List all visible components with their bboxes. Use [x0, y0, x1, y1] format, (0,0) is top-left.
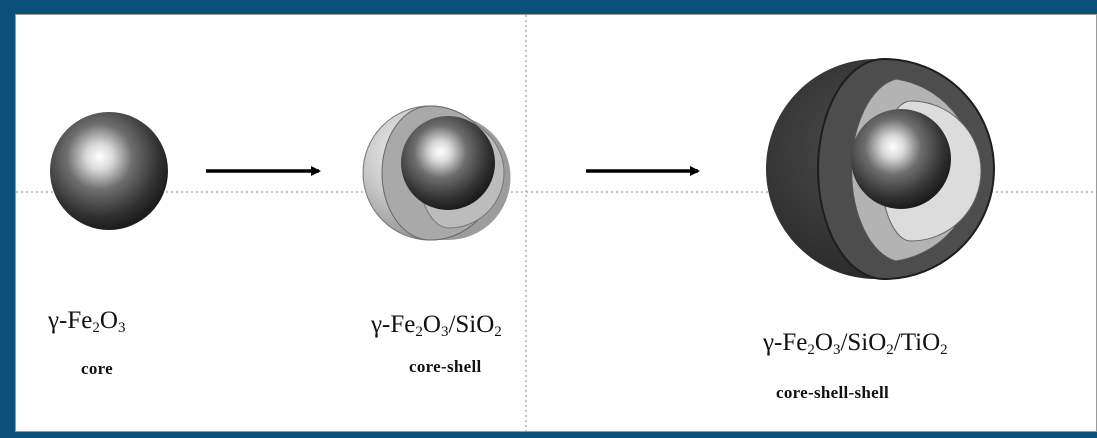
- core-formula-label: γ-Fe2O3: [48, 307, 126, 336]
- core-shell-shell-formula-label: γ-Fe2O3/SiO2/TiO2: [763, 329, 948, 358]
- core-shell-shell-caption: core-shell-shell: [776, 383, 890, 402]
- core-shell-caption: core-shell: [409, 357, 482, 376]
- core-shell-shell-particle: [766, 57, 995, 281]
- core-shell-particle: [362, 105, 511, 241]
- core-particle: [50, 112, 168, 230]
- diagram-panel: γ-Fe2O3 core γ-Fe2O3/SiO2 core-shell γ-F…: [15, 14, 1097, 433]
- core-shell-formula-label: γ-Fe2O3/SiO2: [371, 311, 502, 340]
- core-caption: core: [81, 359, 114, 378]
- particle-synthesis-diagram: [16, 15, 1097, 433]
